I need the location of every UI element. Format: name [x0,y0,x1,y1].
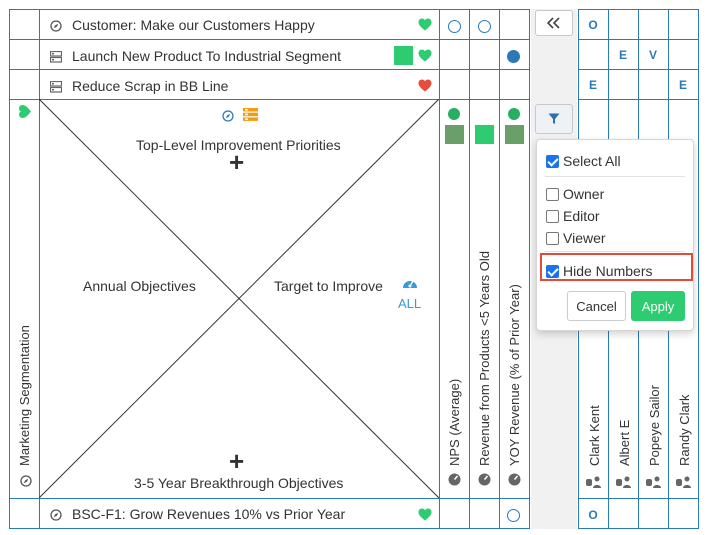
collapse-button[interactable] [535,10,573,36]
select-all-option[interactable]: Select All [546,153,621,169]
grid-line [578,498,699,499]
x-matrix-diagonals [39,99,439,498]
filter-dropdown: Select All Owner Editor Viewer Hide Numb… [536,139,694,331]
compass-icon [222,109,234,127]
row-label-bsc[interactable]: BSC-F1: Grow Revenues 10% vs Prior Year [72,506,346,522]
select-all-checkbox[interactable] [546,154,559,168]
role-letter[interactable]: E [588,78,597,92]
user-icon [616,475,632,493]
role-letter[interactable]: O [588,508,598,522]
person-name: Randy Clark [677,394,692,466]
xmatrix-bottom-label: 3-5 Year Breakthrough Objectives [134,475,344,491]
role-letter[interactable]: E [678,78,687,92]
xmatrix-top-label: Top-Level Improvement Priorities [136,137,341,153]
matrix-frame [9,9,530,529]
grid-line [39,9,40,529]
metric-status-square [505,125,524,144]
owner-option[interactable]: Owner [546,186,604,202]
relation-ring[interactable] [507,509,520,522]
compass-icon [20,474,32,492]
user-icon [646,475,662,493]
row-label-customer[interactable]: Customer: Make our Customers Happy [72,17,315,33]
heart-icon [418,49,432,67]
menu-divider [545,251,685,252]
add-top-button[interactable]: + [229,147,245,177]
row-label-scrap[interactable]: Reduce Scrap in BB Line [72,78,229,94]
relation-ring[interactable] [478,20,491,33]
metric-label: Revenue from Products <5 Years Old [477,251,492,466]
double-chevron-left-icon [547,17,560,29]
heart-icon [418,508,432,526]
person-name: Albert E [617,419,632,466]
role-letter[interactable]: E [618,48,627,62]
all-filter-label[interactable]: ALL [398,296,422,311]
heart-icon [418,79,432,97]
viewer-checkbox[interactable] [546,231,559,245]
editor-checkbox[interactable] [546,209,559,223]
compass-icon [50,508,62,526]
role-letter[interactable]: O [588,18,598,32]
person-name: Clark Kent [587,405,602,466]
role-letter[interactable]: V [648,48,657,62]
grid-line [578,99,699,100]
add-bottom-button[interactable]: + [229,446,245,476]
grid-line [499,9,500,529]
row-label-launch[interactable]: Launch New Product To Industrial Segment [72,48,342,64]
editor-option[interactable]: Editor [546,208,600,224]
metric-status-dot [448,108,460,120]
metric-status-square [445,125,464,144]
grid-line [578,39,699,40]
viewer-option[interactable]: Viewer [546,230,606,246]
grid-line [469,9,470,529]
gauge-icon[interactable] [402,276,418,295]
metric-status-square [475,125,494,144]
apply-button[interactable]: Apply [631,291,685,321]
user-icon [676,475,692,493]
status-square [394,46,413,65]
gauge-icon [508,473,521,491]
grid-line [9,39,530,40]
grid-line [439,9,440,529]
grid-line [578,69,699,70]
gauge-icon [448,473,461,491]
xmatrix-right-label: Target to Improve [274,278,383,294]
filter-button[interactable] [535,104,573,134]
user-icon [586,475,602,493]
owner-checkbox[interactable] [546,187,559,201]
metric-status-dot [508,108,520,120]
metric-label: YOY Revenue (% of Prior Year) [507,284,522,466]
cancel-button[interactable]: Cancel [567,291,626,321]
xmatrix-left-label: Annual Objectives [83,278,196,294]
compass-icon [50,19,62,37]
filter-icon [548,113,560,124]
heart-icon [18,105,32,123]
person-name: Popeye Sailor [647,385,662,466]
server-icon [49,80,63,98]
grid-line [9,69,530,70]
hide-numbers-option[interactable]: Hide Numbers [546,263,652,279]
side-label-marketing: Marketing Segmentation [17,325,32,466]
metric-label: NPS (Average) [447,378,462,466]
menu-divider [545,176,685,177]
server-icon [49,50,63,68]
grid-line [9,498,530,499]
relation-ring[interactable] [448,20,461,33]
hide-numbers-checkbox[interactable] [546,264,559,278]
gauge-icon [478,473,491,491]
grid-line [9,99,530,100]
heart-icon [418,18,432,36]
relation-dot[interactable] [507,50,520,63]
hide-numbers-highlight [540,253,693,281]
stack-icon [243,108,258,126]
